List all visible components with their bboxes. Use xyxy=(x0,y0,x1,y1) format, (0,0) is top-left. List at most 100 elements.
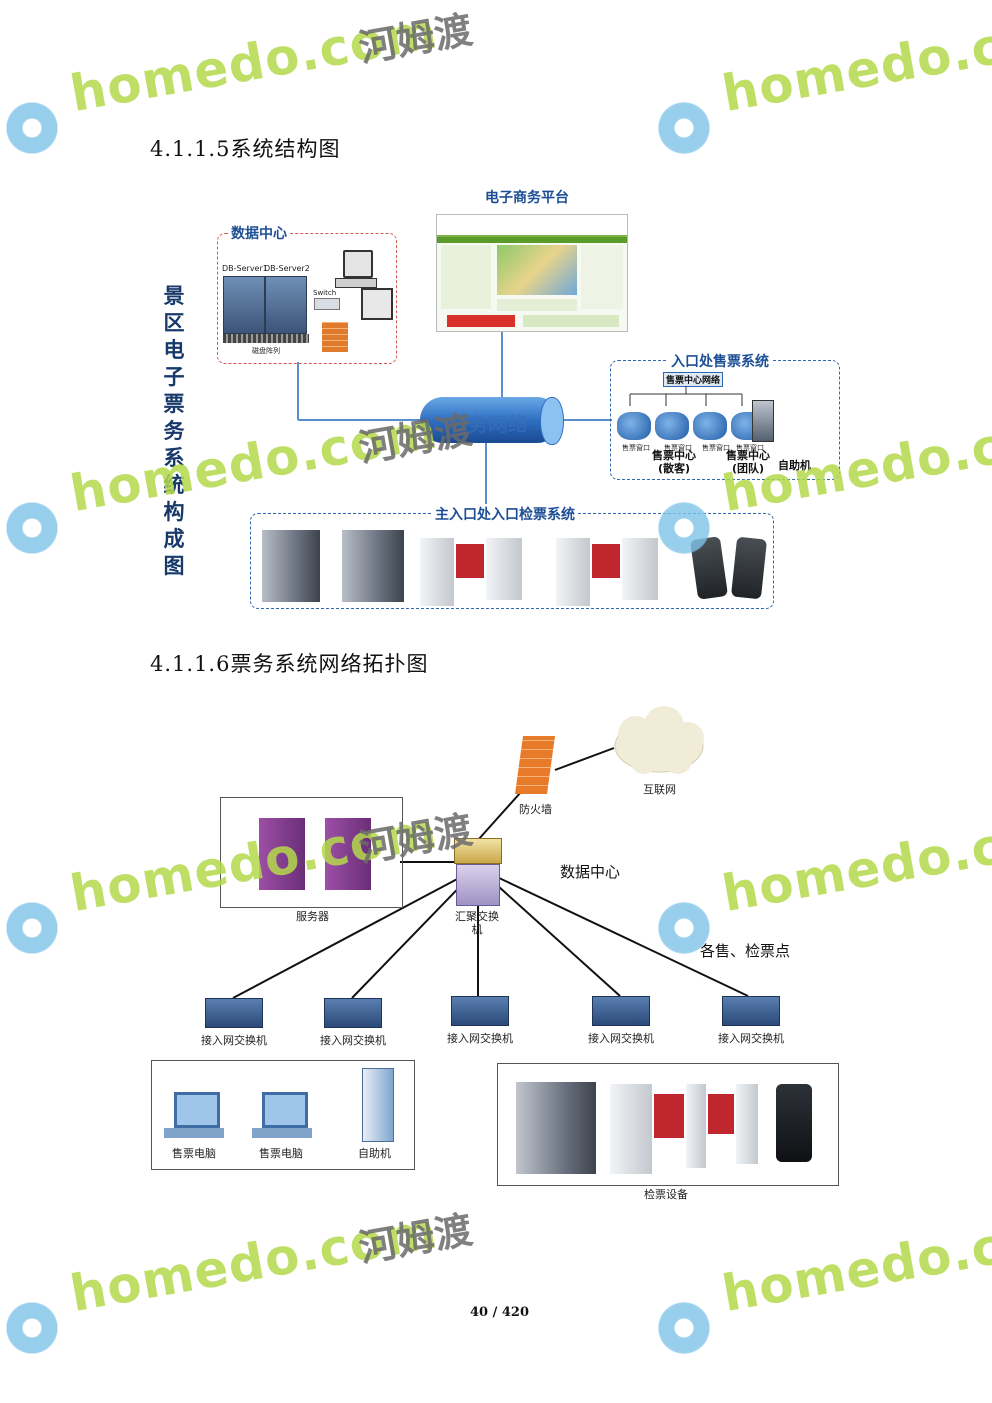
gate-system-title: 主入口处入口检票系统 xyxy=(432,504,578,524)
access-switch-label: 接入网交换机 xyxy=(718,1032,784,1045)
ticket-pc-1-icon xyxy=(174,1092,220,1128)
core-switch-label: 汇聚交换机 xyxy=(455,910,499,936)
ticket-center-group: 售票中心 (团队) xyxy=(726,449,770,475)
flap-gate-3c xyxy=(736,1084,758,1164)
turnstile-1 xyxy=(262,530,320,602)
db-server-1-label: DB-Server1 xyxy=(222,264,268,273)
access-switch-3 xyxy=(451,996,509,1026)
access-switch-2 xyxy=(324,998,382,1028)
diagram1-connectors xyxy=(297,330,612,508)
vtitle-char: 构 xyxy=(163,500,185,524)
kiosk-icon xyxy=(362,1068,394,1142)
checking-equipment-box xyxy=(497,1063,839,1186)
access-switch-label: 接入网交换机 xyxy=(447,1032,513,1045)
disk-array xyxy=(223,334,309,343)
ticket-window-3 xyxy=(693,412,727,440)
turnstile-2 xyxy=(342,530,404,602)
flap-gate-1a xyxy=(420,538,454,606)
vtitle-char: 系 xyxy=(163,446,185,470)
flap-gate-1b xyxy=(486,538,522,600)
firewall-device xyxy=(322,322,348,352)
ticket-pc-2-label: 售票电脑 xyxy=(259,1147,303,1160)
access-switch-4 xyxy=(592,996,650,1026)
internet-cloud xyxy=(614,706,704,774)
ticket-center-individual-label: 售票中心 xyxy=(652,449,696,462)
window-label: 售票窗口 xyxy=(664,444,692,452)
workstation-monitor xyxy=(343,250,373,278)
printer xyxy=(361,288,393,320)
flower-icon xyxy=(652,896,716,960)
network-label: 务网络 xyxy=(468,412,528,436)
checking-label: 检票设备 xyxy=(644,1188,688,1201)
ticket-pc-2-icon xyxy=(262,1092,308,1128)
core-switch-body xyxy=(456,864,500,906)
handheld-scanner-3 xyxy=(776,1084,812,1162)
server-box xyxy=(220,797,403,908)
core-switch-icon xyxy=(454,838,502,864)
ticket-window-2 xyxy=(655,412,689,440)
switch-device xyxy=(314,298,340,310)
self-service-label: 自助机 xyxy=(778,459,811,472)
network-cylinder-end xyxy=(540,397,564,445)
ticket-pc-box xyxy=(151,1060,415,1170)
ecommerce-website-screenshot xyxy=(436,214,628,332)
db-server-2-label: DB-Server2 xyxy=(264,264,310,273)
server-tower-1 xyxy=(259,818,305,890)
flap-gate-2b xyxy=(622,538,658,600)
network-cylinder xyxy=(420,397,560,443)
window-label: 售票窗口 xyxy=(702,444,730,452)
access-switch-1 xyxy=(205,998,263,1028)
flower-icon xyxy=(652,1296,716,1360)
firewall-label: 防火墙 xyxy=(519,803,552,816)
window-label: 售票窗口 xyxy=(736,444,764,452)
points-label: 各售、检票点 xyxy=(700,942,791,960)
flower-icon xyxy=(652,496,716,560)
ticket-pc-1-keyboard xyxy=(164,1128,224,1138)
ticket-center-network: 售票中心网络 xyxy=(663,372,724,387)
kiosk-label: 自助机 xyxy=(358,1147,391,1160)
vtitle-char: 子 xyxy=(163,365,185,389)
server-label: 服务器 xyxy=(296,910,329,923)
ticket-center-individual-sub: (散客) xyxy=(657,462,691,475)
access-switch-5 xyxy=(722,996,780,1026)
vtitle-char: 景 xyxy=(163,284,185,308)
ticket-pc-1-label: 售票电脑 xyxy=(172,1147,216,1160)
flower-icon xyxy=(652,96,716,160)
flap-gate-3a xyxy=(610,1084,652,1174)
flower-icon xyxy=(0,496,64,560)
ticket-center-group-sub: (团队) xyxy=(731,462,765,475)
switch-label: Switch xyxy=(313,289,337,297)
ecommerce-title: 电子商务平台 xyxy=(482,187,572,207)
flap-4 xyxy=(708,1094,734,1134)
flower-icon xyxy=(0,896,64,960)
flap-3 xyxy=(654,1094,684,1138)
flower-icon xyxy=(0,96,64,160)
vtitle-char: 图 xyxy=(163,554,185,578)
db-server-2 xyxy=(265,276,307,334)
datacenter-label: 数据中心 xyxy=(560,863,621,881)
server-tower-2 xyxy=(325,818,371,890)
section-heading-2: 4.1.1.6票务系统网络拓扑图 xyxy=(150,652,429,676)
flap-2 xyxy=(592,544,620,578)
flap-gate-3b xyxy=(686,1084,706,1168)
access-switch-label: 接入网交换机 xyxy=(588,1032,654,1045)
firewall-icon xyxy=(515,736,555,794)
datacenter-title: 数据中心 xyxy=(228,223,290,243)
entry-ticketing-title: 入口处售票系统 xyxy=(668,351,772,371)
flap-1 xyxy=(456,544,484,578)
flower-icon xyxy=(0,1296,64,1360)
vtitle-char: 区 xyxy=(163,311,185,335)
vtitle-char: 统 xyxy=(163,473,185,497)
turnstile-3 xyxy=(516,1082,596,1174)
datacenter-box xyxy=(217,233,397,364)
ticket-pc-2-keyboard xyxy=(252,1128,312,1138)
vtitle-char: 电 xyxy=(163,338,185,362)
page-number: 40 / 420 xyxy=(470,1305,530,1320)
ticket-network-tree xyxy=(629,386,743,406)
ticket-center-group-label: 售票中心 xyxy=(726,449,770,462)
window-label: 售票窗口 xyxy=(622,444,650,452)
db-server-1 xyxy=(223,276,265,334)
vertical-title: 景 区 电 子 票 务 系 统 构 成 图 xyxy=(162,283,186,580)
ticket-center-individual: 售票中心 (散客) xyxy=(652,449,696,475)
